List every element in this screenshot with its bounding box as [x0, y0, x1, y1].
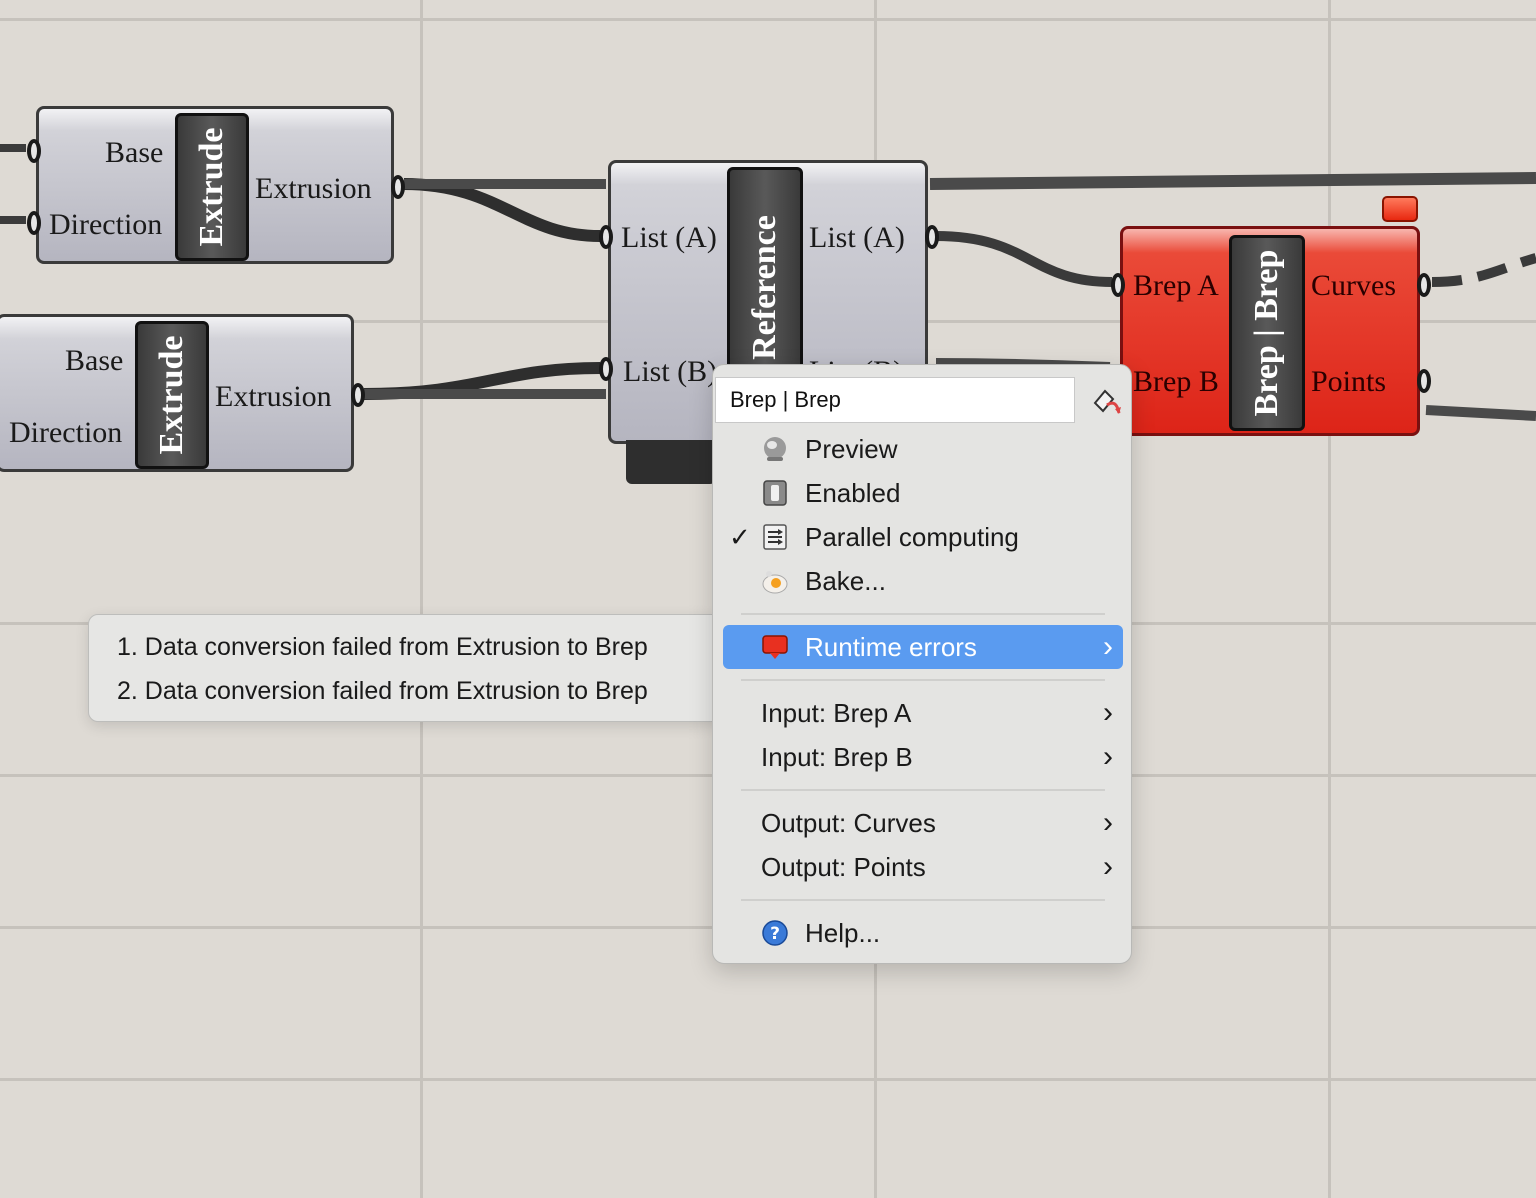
menu-item-output-curves[interactable]: Output: Curves ›	[723, 801, 1123, 845]
input-grip[interactable]	[599, 357, 613, 381]
input-grip[interactable]	[27, 211, 41, 235]
output-grip[interactable]	[925, 225, 939, 249]
brep-brep-component[interactable]: Brep A Brep B Brep | Brep Curves Points	[1111, 226, 1431, 436]
menu-item-runtime-errors[interactable]: Runtime errors ›	[723, 625, 1123, 669]
output-label: Extrusion	[255, 172, 372, 205]
output-grip[interactable]	[1417, 369, 1431, 393]
menu-separator	[741, 789, 1105, 791]
chevron-right-icon: ›	[1103, 850, 1113, 883]
help-icon: ?	[762, 920, 788, 946]
menu-item-label: Output: Curves	[761, 808, 936, 838]
nickname-field[interactable]: Brep | Brep	[715, 377, 1075, 423]
component-nickname: Brep | Brep	[1229, 235, 1305, 431]
svg-text:?: ?	[770, 924, 780, 944]
input-label: Brep A	[1133, 269, 1219, 302]
error-flag-icon	[762, 635, 788, 659]
cross-reference-component[interactable]: List (A) List (B) ss Reference List (A) …	[599, 160, 939, 444]
menu-item-label: Output: Points	[761, 852, 926, 882]
menu-separator	[741, 899, 1105, 901]
menu-item-enabled[interactable]: Enabled	[723, 471, 1123, 515]
menu-item-label: Preview	[805, 434, 898, 464]
nickname-text: Brep | Brep	[1248, 249, 1285, 417]
input-grip[interactable]	[27, 139, 41, 163]
chevron-right-icon: ›	[1103, 806, 1113, 839]
input-label: Direction	[49, 208, 163, 241]
menu-item-label: Input: Brep A	[761, 698, 912, 728]
runtime-errors-submenu: 1. Data conversion failed from Extrusion…	[88, 614, 722, 722]
component-nickname: Extrude	[175, 113, 249, 261]
chevron-right-icon: ›	[1103, 696, 1113, 729]
menu-item-input-brep-a[interactable]: Input: Brep A ›	[723, 691, 1123, 735]
menu-item-bake[interactable]: Bake...	[723, 559, 1123, 603]
enabled-icon	[763, 480, 787, 506]
nickname-text: Extrude	[193, 127, 230, 247]
menu-item-label: Bake...	[805, 566, 886, 596]
menu-item-label: Parallel computing	[805, 522, 1019, 552]
menu-item-preview[interactable]: Preview	[723, 427, 1123, 471]
error-message: 2. Data conversion failed from Extrusion…	[117, 677, 648, 705]
grid-line	[0, 1078, 1536, 1081]
menu-separator	[741, 613, 1105, 615]
component-footer	[626, 440, 716, 484]
input-label: Brep B	[1133, 365, 1219, 398]
grid-line	[0, 18, 1536, 21]
input-label: List (B)	[623, 355, 718, 388]
input-label: Base	[105, 136, 164, 169]
menu-item-input-brep-b[interactable]: Input: Brep B ›	[723, 735, 1123, 779]
output-label: Curves	[1311, 269, 1396, 302]
menu-item-label: Input: Brep B	[761, 742, 913, 772]
output-label: Points	[1311, 365, 1387, 398]
output-label: Extrusion	[215, 380, 332, 413]
menu-separator	[741, 679, 1105, 681]
bake-icon	[762, 571, 788, 594]
input-grip[interactable]	[1111, 273, 1125, 297]
error-message: 1. Data conversion failed from Extrusion…	[117, 633, 648, 661]
error-flag-icon[interactable]	[1382, 196, 1418, 222]
nickname-text: Extrude	[153, 335, 190, 455]
input-label: Base	[65, 344, 124, 377]
grid-line	[420, 0, 423, 1198]
menu-item-help[interactable]: ? Help...	[723, 911, 1123, 955]
chevron-right-icon: ›	[1103, 630, 1113, 663]
output-label: List (A)	[809, 221, 905, 254]
menu-item-label: Help...	[805, 918, 881, 948]
input-label: List (A)	[621, 221, 717, 254]
chevron-right-icon: ›	[1103, 740, 1113, 773]
grid-line	[1328, 0, 1331, 1198]
eraser-icon[interactable]	[1089, 385, 1123, 419]
checkmark-icon: ✓	[729, 522, 751, 552]
menu-item-output-points[interactable]: Output: Points ›	[723, 845, 1123, 889]
context-menu: Brep | Brep Preview Enabled ✓	[712, 364, 1132, 964]
output-grip[interactable]	[1417, 273, 1431, 297]
output-grip[interactable]	[351, 383, 365, 407]
input-grip[interactable]	[599, 225, 613, 249]
parallel-icon	[763, 524, 787, 550]
component-nickname: Extrude	[135, 321, 209, 469]
menu-item-label: Runtime errors	[805, 632, 977, 662]
input-label: Direction	[9, 416, 123, 449]
preview-icon	[764, 437, 786, 461]
menu-item-label: Enabled	[805, 478, 901, 508]
extrude-component-bottom[interactable]: Base Direction Extrude Extrusion	[0, 314, 365, 472]
output-grip[interactable]	[391, 175, 405, 199]
extrude-component-top[interactable]: Base Direction Extrude Extrusion	[27, 106, 405, 264]
menu-item-parallel-computing[interactable]: ✓ Parallel computing	[723, 515, 1123, 559]
